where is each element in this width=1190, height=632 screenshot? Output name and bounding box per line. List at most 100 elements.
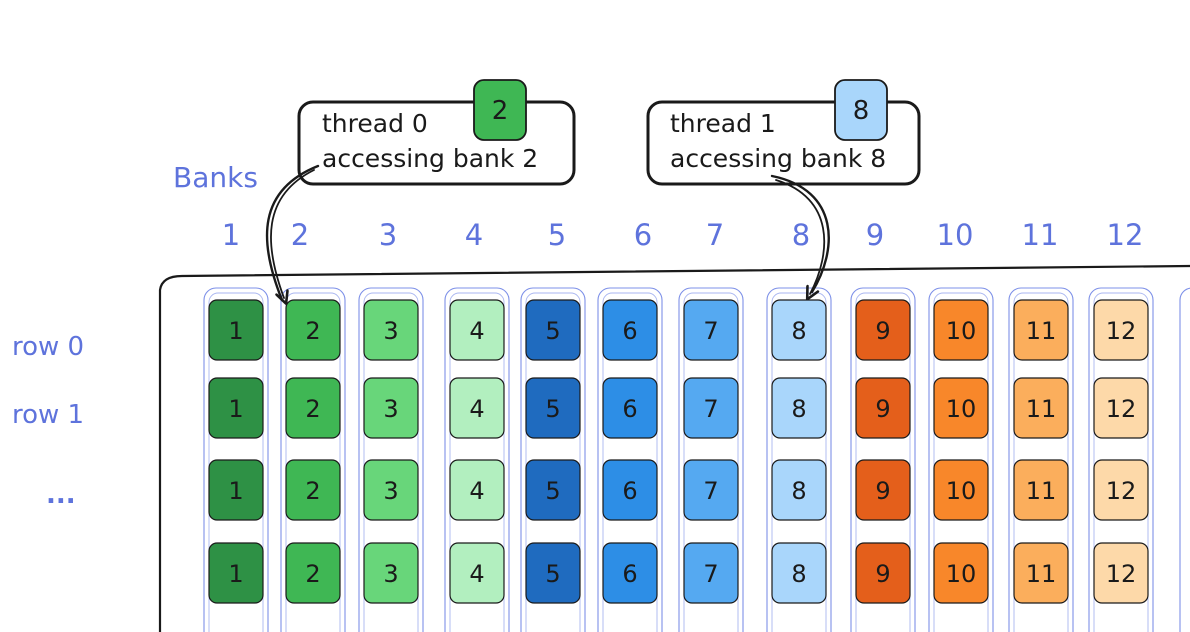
- bank-number-label: 6: [634, 218, 652, 252]
- cell-label: 8: [791, 395, 806, 423]
- bank-cell: 8: [771, 299, 827, 361]
- bank-column-10: [928, 287, 994, 632]
- cell-box: [683, 299, 739, 361]
- cell-box: [1013, 459, 1069, 521]
- cell-label: 2: [305, 395, 320, 423]
- cell-label: 7: [703, 317, 718, 345]
- cell-box: [208, 299, 264, 361]
- cell-box: [771, 542, 827, 604]
- cell-label: 4: [469, 560, 484, 588]
- cell-box: [208, 542, 264, 604]
- cell-label: 1: [228, 317, 243, 345]
- cell-box: [285, 459, 341, 521]
- bank-cell: 10: [933, 542, 989, 604]
- cell-box: [285, 542, 341, 604]
- bank-cell: 5: [525, 459, 581, 521]
- bank-column-3: [358, 287, 424, 632]
- cell-label: 4: [469, 317, 484, 345]
- bank-cell: 12: [1093, 377, 1149, 439]
- bank-column-5: [520, 287, 586, 632]
- cell-label: 9: [875, 395, 890, 423]
- bank-cell: 2: [285, 542, 341, 604]
- bank-number-label: 3: [379, 218, 397, 252]
- bank-cell: 10: [933, 377, 989, 439]
- cell-box: [771, 377, 827, 439]
- bank-cell: 4: [449, 542, 505, 604]
- bank-column-9: [850, 287, 916, 632]
- cell-box: [771, 459, 827, 521]
- cell-label: 4: [469, 395, 484, 423]
- cell-box: [449, 377, 505, 439]
- cell-label: 8: [791, 477, 806, 505]
- bank-cell: 7: [683, 377, 739, 439]
- cell-label: 12: [1106, 317, 1137, 345]
- bank-cell: 6: [602, 377, 658, 439]
- bank-column-6: [597, 287, 663, 632]
- bank-cell: 4: [449, 459, 505, 521]
- cell-label: 6: [622, 477, 637, 505]
- bank-number-label: 8: [792, 218, 810, 252]
- bank-cell: 11: [1013, 542, 1069, 604]
- bank-number-label: 4: [465, 218, 483, 252]
- cell-box: [285, 377, 341, 439]
- bank-cell: 11: [1013, 377, 1069, 439]
- cell-box: [208, 377, 264, 439]
- callout-line-2: accessing bank 2: [322, 144, 538, 173]
- cell-label: 11: [1026, 560, 1057, 588]
- cell-box: [933, 299, 989, 361]
- cell-label: 1: [228, 395, 243, 423]
- cell-box: [602, 377, 658, 439]
- callout-thread-1: 8 thread 1 accessing bank 8: [646, 79, 921, 186]
- bank-cell: 4: [449, 377, 505, 439]
- callout-thread-0: 2 thread 0 accessing bank 2: [297, 79, 576, 186]
- bank-cell: 12: [1093, 299, 1149, 361]
- callout-badge-text: 8: [853, 96, 870, 126]
- bank-column-7: [678, 287, 744, 632]
- cell-box: [363, 299, 419, 361]
- bank-cell: 6: [602, 299, 658, 361]
- cell-label: 12: [1106, 477, 1137, 505]
- cell-box: [602, 542, 658, 604]
- bank-cell: 5: [525, 299, 581, 361]
- cell-box: [363, 377, 419, 439]
- cell-label: 10: [946, 317, 977, 345]
- cell-label: 10: [946, 560, 977, 588]
- bank-cell: 6: [602, 459, 658, 521]
- cell-box: [285, 299, 341, 361]
- cell-label: 5: [545, 395, 560, 423]
- cell-label: 12: [1106, 560, 1137, 588]
- bank-number-label: 2: [291, 218, 309, 252]
- bank-cell: 3: [363, 299, 419, 361]
- cell-label: 11: [1026, 317, 1057, 345]
- cell-box: [602, 299, 658, 361]
- cell-box: [683, 377, 739, 439]
- callout-line-1: thread 0: [322, 109, 428, 138]
- callout-badge-text: 2: [492, 96, 509, 126]
- cell-label: 2: [305, 317, 320, 345]
- cell-label: 1: [228, 560, 243, 588]
- bank-cell: 7: [683, 299, 739, 361]
- bank-column-1: [203, 287, 269, 632]
- cell-box: [1093, 299, 1149, 361]
- cell-label: 7: [703, 477, 718, 505]
- cell-label: 3: [383, 395, 398, 423]
- cell-box: [363, 542, 419, 604]
- cell-label: 3: [383, 317, 398, 345]
- banks-label: Banks: [173, 161, 258, 194]
- bank-column-partial: [1179, 287, 1190, 632]
- cell-box: [449, 299, 505, 361]
- cell-label: 8: [791, 560, 806, 588]
- cell-box: [1093, 377, 1149, 439]
- cell-box: [1013, 299, 1069, 361]
- bank-cell: 2: [285, 299, 341, 361]
- bank-cell: 3: [363, 377, 419, 439]
- cell-box: [1093, 459, 1149, 521]
- cell-box: [525, 377, 581, 439]
- bank-number-label: 12: [1107, 218, 1144, 252]
- cell-box: [1013, 542, 1069, 604]
- bank-cell: 10: [933, 459, 989, 521]
- bank-cell: 9: [855, 542, 911, 604]
- bank-cell: 4: [449, 299, 505, 361]
